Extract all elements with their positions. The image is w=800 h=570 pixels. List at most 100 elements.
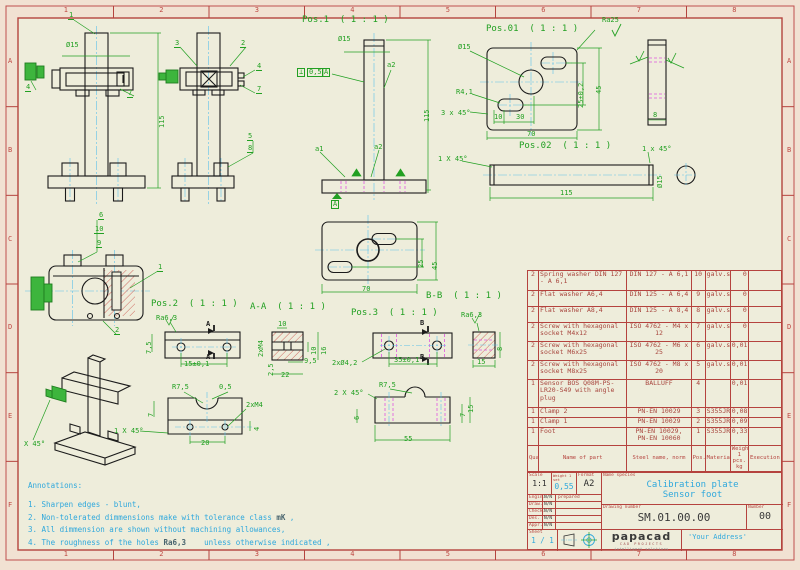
signature-extra bbox=[556, 502, 601, 508]
dim-label: X 45° bbox=[24, 440, 46, 448]
bom-cell: Quant. bbox=[526, 445, 540, 472]
bom-cell: Flat washer A8,4 bbox=[538, 306, 628, 323]
balloon-label: 8 bbox=[247, 144, 254, 153]
dim-label: 7 bbox=[459, 412, 467, 417]
bom-cell: 0 bbox=[729, 306, 749, 323]
dim-label: 1 X 45° bbox=[114, 427, 144, 435]
bom-cell: 0,01 bbox=[729, 360, 749, 380]
bom-cell: 2 bbox=[690, 417, 706, 428]
projection-cell bbox=[558, 530, 602, 551]
dim-label: 8 bbox=[496, 346, 504, 351]
dim-label: R7,5 bbox=[379, 381, 396, 389]
view-pos2-bottom bbox=[139, 391, 252, 444]
view-pos3-section-bb bbox=[468, 312, 501, 368]
bom-cell bbox=[747, 270, 783, 291]
signature-role: Engin. bbox=[529, 495, 546, 501]
bom-cell: DIN 125 - A 8,4 bbox=[626, 306, 692, 323]
dim-label: a2 bbox=[387, 61, 396, 69]
format-cell: Format A2 bbox=[577, 473, 602, 495]
title-block: Scale 1:1 Weight 1 set 0,55 Format A2 En… bbox=[527, 472, 783, 551]
drawing-number-value: SM.01.00.00 bbox=[637, 510, 711, 524]
bom-cell: Clamp 1 bbox=[538, 417, 628, 428]
scale-cell: Scale 1:1 bbox=[528, 473, 552, 495]
balloon-label: 9 bbox=[96, 239, 103, 248]
grid-ref-label: 1 bbox=[63, 6, 68, 14]
grid-ref-label: 8 bbox=[732, 6, 737, 14]
bom-cell: 8 bbox=[690, 306, 706, 323]
dim-label: 10 bbox=[494, 113, 503, 121]
dim-label: 15±0,1 bbox=[184, 360, 210, 368]
balloon-label: 1 bbox=[68, 11, 75, 20]
bom-cell: Steel name, norm bbox=[626, 445, 692, 472]
bom-cell: 2 bbox=[526, 341, 540, 361]
view-isometric bbox=[32, 354, 137, 466]
company-logo: papacad bbox=[611, 530, 672, 543]
dim-label: 10 bbox=[278, 320, 287, 328]
balloon-label: 5 bbox=[247, 132, 254, 141]
signature-value: N/N bbox=[543, 509, 556, 515]
dim-label: 115 bbox=[423, 109, 431, 122]
signature-extra bbox=[556, 509, 601, 515]
bom-cell: PN-EN 10029 bbox=[626, 417, 692, 428]
grid-ref-label: A bbox=[8, 57, 13, 66]
dim-label: 7,5 bbox=[145, 341, 153, 354]
dim-label: A bbox=[206, 320, 211, 328]
view-pos01 bbox=[469, 23, 685, 140]
bom-cell bbox=[747, 379, 783, 408]
bom-cell: 5 bbox=[690, 360, 706, 380]
grid-ref-label: B bbox=[787, 146, 792, 154]
bom-cell: Screw with hexagonal socket M8x25 bbox=[538, 360, 628, 380]
signature-row: Check.N/N bbox=[528, 509, 601, 516]
dim-label: B-B ( 1 : 1 ) bbox=[426, 291, 502, 301]
dim-label: 115 bbox=[158, 115, 166, 128]
bom-cell bbox=[747, 341, 783, 361]
view-pos02 bbox=[461, 151, 698, 201]
address-value: 'Your Address' bbox=[688, 533, 748, 541]
signature-value: N/N bbox=[543, 516, 556, 522]
dim-label: A bbox=[322, 68, 331, 77]
dim-label: 15 bbox=[467, 404, 475, 413]
bom-cell: 4 bbox=[690, 379, 706, 408]
bom-cell: Screw with hexagonal socket M4x12 bbox=[538, 322, 628, 342]
dim-label: Ø15 bbox=[66, 41, 79, 49]
bom-cell: 0,08 bbox=[729, 407, 749, 418]
signature-value: N/N bbox=[543, 523, 556, 529]
grid-ref-label: 5 bbox=[445, 6, 450, 14]
bom-cell: Foot bbox=[538, 427, 628, 446]
bom-cell bbox=[747, 306, 783, 323]
dim-label: Ø15 bbox=[656, 175, 664, 188]
grid-ref-label: C bbox=[8, 234, 13, 243]
view-pos1 bbox=[319, 33, 431, 200]
dim-label: 115 bbox=[560, 189, 573, 197]
bom-cell: Clamp 2 bbox=[538, 407, 628, 418]
dim-label: R4,1 bbox=[456, 88, 473, 96]
balloon-label: 3 bbox=[174, 39, 181, 48]
scale-label: Scale bbox=[529, 473, 543, 478]
bom-cell: PN-EN 10029 bbox=[626, 407, 692, 418]
frame-ticks bbox=[6, 6, 794, 560]
dim-label: 4 bbox=[253, 426, 261, 431]
sheet-label: Sheet bbox=[529, 530, 543, 535]
bom-cell: BALLUFF bbox=[626, 379, 692, 408]
dim-label: 35±0,1 bbox=[394, 356, 420, 364]
bom-cell: Sensor BOS Q08M-PS-LR20-S49 with angle p… bbox=[538, 379, 628, 408]
bom-cell: 0,33 bbox=[729, 427, 749, 446]
signature-row: Appr.N/N bbox=[528, 523, 601, 529]
view-side-assembly bbox=[158, 26, 256, 206]
dim-label: a2 bbox=[374, 143, 383, 151]
logo-cell: papacad CAD PROJECTS intelligent solutio… bbox=[602, 530, 682, 551]
balloon-label: 2 bbox=[240, 39, 247, 48]
grid-ref-label: E bbox=[787, 412, 792, 420]
bom-cell: ISO 4762 - M8 x 20 bbox=[626, 360, 692, 380]
view-pos2-top bbox=[151, 314, 241, 367]
signature-extra bbox=[556, 523, 601, 529]
